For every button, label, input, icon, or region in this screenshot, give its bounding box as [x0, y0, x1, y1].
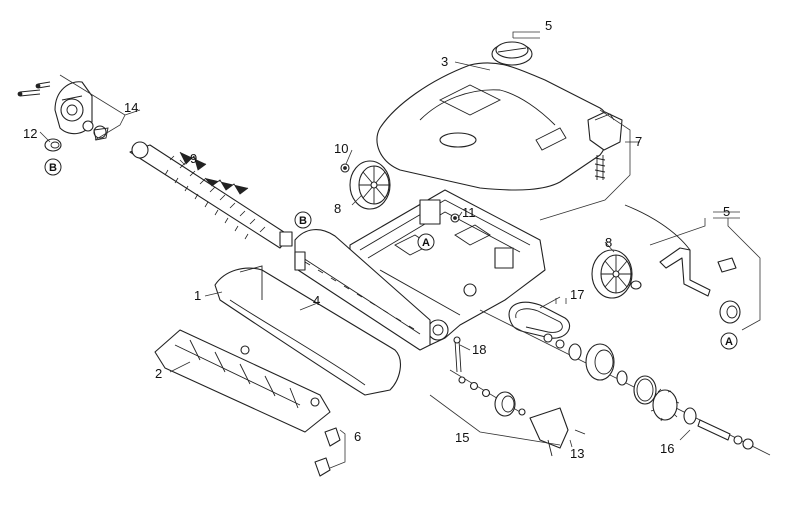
part-2-lower-plate — [154, 329, 331, 433]
label-part-7: 7 — [635, 134, 642, 149]
part-5-knob — [491, 41, 533, 66]
part-number-labels: 1 2 3 4 5 5 6 7 8 8 9 10 11 12 13 14 15 … — [23, 18, 730, 461]
reference-letter-a-chassis: A — [417, 233, 435, 251]
part-14-screws — [17, 81, 51, 97]
label-part-2: 2 — [155, 366, 162, 381]
part-8-wheel-left — [349, 160, 391, 210]
label-part-18: 18 — [472, 342, 486, 357]
label-part-4: 4 — [313, 293, 320, 308]
part-15-side-gear — [449, 369, 526, 417]
part-10-screw — [340, 163, 350, 173]
svg-text:B: B — [49, 162, 57, 174]
label-part-3: 3 — [441, 54, 448, 69]
svg-text:A: A — [422, 237, 430, 249]
part-4-brush-channel — [294, 229, 431, 351]
part-5-handle-assembly — [624, 204, 741, 324]
reference-letter-a-handle: A — [720, 332, 738, 350]
label-part-5-right: 5 — [723, 204, 730, 219]
label-part-12: 12 — [23, 126, 37, 141]
part-3-cover — [376, 62, 610, 191]
label-part-14: 14 — [124, 100, 138, 115]
svg-text:B: B — [299, 215, 307, 227]
part-8-wheel-right — [591, 249, 642, 299]
label-part-6: 6 — [354, 429, 361, 444]
part-12-bearing — [44, 138, 62, 152]
part-1-base-plate — [214, 265, 401, 396]
label-part-11: 11 — [462, 205, 476, 220]
label-part-13: 13 — [570, 446, 584, 461]
part-14-brush-end-housing — [54, 81, 109, 141]
part-16-gear-drive — [479, 309, 771, 456]
svg-text:A: A — [725, 336, 733, 348]
reference-letter-b-housing: B — [44, 158, 62, 176]
part-6-clip — [314, 427, 341, 477]
label-part-16: 16 — [660, 441, 674, 456]
leader-lines — [39, 31, 761, 469]
label-part-15: 15 — [455, 430, 469, 445]
label-part-8-right: 8 — [605, 235, 612, 250]
label-part-17: 17 — [570, 287, 584, 302]
part-9-brush-roll — [129, 141, 293, 249]
part-18-screw — [453, 336, 462, 373]
label-part-9: 9 — [190, 151, 197, 166]
part-7-handle-socket — [587, 111, 623, 180]
part-11-screw — [450, 213, 460, 223]
label-part-8-left: 8 — [334, 201, 341, 216]
label-part-5-top: 5 — [545, 18, 552, 33]
label-part-1: 1 — [194, 288, 201, 303]
part-13-cover — [529, 407, 586, 457]
reference-letter-b-brush: B — [294, 211, 312, 229]
part-17-belt — [508, 301, 570, 339]
label-part-10: 10 — [334, 141, 348, 156]
